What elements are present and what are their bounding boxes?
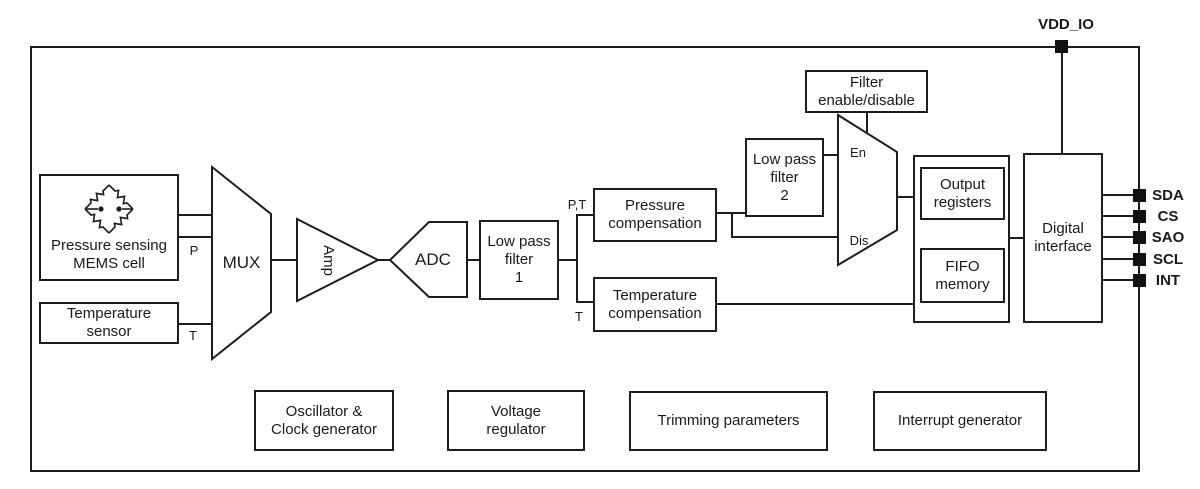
pin-label-int: INT [1155, 271, 1181, 289]
wire-branch-pcomp [577, 214, 593, 216]
amp-shape [296, 217, 381, 303]
block-label-line: FIFO [945, 257, 980, 275]
wire-pin-sda [1103, 194, 1139, 196]
block-label-line: Digital [1042, 220, 1084, 237]
block-trimming-parameters: Trimming parameters [629, 391, 828, 451]
block-label-line: Pressure [624, 197, 686, 214]
signal-t-branch-label: T [575, 308, 583, 324]
block-output-registers: Output registers [920, 167, 1005, 220]
block-voltage-regulator: Voltage regulator [447, 390, 585, 451]
wire-pin-int [1103, 279, 1139, 281]
en-input-label: En [850, 144, 866, 160]
block-label-line: Output [939, 175, 986, 193]
block-pressure-compensation: Pressure compensation [593, 188, 717, 242]
vddio-pad [1055, 40, 1068, 53]
block-label-line: Clock generator [271, 420, 377, 438]
block-label-line: MEMS cell [73, 254, 145, 272]
wire-pin-scl [1103, 258, 1139, 260]
pin-label-sao: SAO [1151, 228, 1185, 246]
block-oscillator-clock-generator: Oscillator & Clock generator [254, 390, 394, 451]
amp-label-text: Amp [319, 244, 337, 276]
block-label-line: Low pass [487, 233, 551, 250]
wire-registers-digital [1010, 237, 1023, 239]
vddio-label: VDD_IO [1038, 16, 1094, 33]
wheatstone-bridge-icon [84, 183, 134, 234]
wire-pin-cs [1103, 215, 1139, 217]
block-interrupt-generator: Interrupt generator [873, 391, 1047, 451]
block-label-line: Temperature [66, 305, 152, 322]
block-pressure-sensing-mems-cell: Pressure sensing MEMS cell [39, 174, 179, 281]
signal-pt-label: P,T [567, 196, 587, 212]
block-label-line: Trimming parameters [657, 412, 800, 429]
wire-branch-vertical [576, 214, 578, 303]
block-label-line: Interrupt generator [897, 412, 1023, 429]
block-label-line: registers [933, 193, 992, 211]
wire-bypass-vertical [731, 212, 733, 238]
block-label-line: compensation [608, 304, 702, 322]
wire-vddio-vertical [1061, 53, 1063, 153]
block-label-line: compensation [608, 215, 702, 232]
block-label-line: Filter [849, 73, 884, 91]
wire-filterenable-mux [866, 113, 868, 135]
block-fifo-memory: FIFO memory [920, 248, 1005, 303]
block-label-line: interface [1034, 238, 1092, 255]
block-label-line: sensor [86, 323, 132, 340]
block-label-line: 2 [780, 186, 789, 204]
block-digital-interface: Digital interface [1023, 153, 1103, 323]
block-label-line: Low pass [752, 150, 817, 168]
dis-input-label: Dis [849, 232, 869, 248]
block-label-line: 1 [514, 269, 524, 286]
block-label-line: regulator [486, 420, 546, 438]
wire-mems-mux-1 [179, 214, 212, 216]
block-label-line: filter [770, 168, 799, 186]
signal-t-label: T [189, 327, 197, 343]
mux-label: MUX [222, 253, 261, 272]
block-label-line: Voltage [490, 402, 542, 420]
block-low-pass-filter-2: Low pass filter 2 [745, 138, 824, 217]
block-label-line: Pressure sensing [51, 236, 167, 254]
block-low-pass-filter-1: Low pass filter 1 [479, 220, 559, 300]
wire-bypass-dis [731, 236, 838, 238]
adc-label: ADC [415, 249, 451, 269]
pin-pad-cs [1133, 210, 1146, 223]
block-label-line: filter [504, 251, 534, 268]
block-temperature-compensation: Temperature compensation [593, 277, 717, 332]
wire-endismux-registers [897, 196, 913, 198]
block-label-line: Temperature [612, 286, 698, 304]
wire-tempsensor-mux [179, 323, 212, 325]
wire-mems-mux-2 [179, 236, 212, 238]
en-dis-mux-shape [837, 113, 898, 267]
block-label-line: enable/disable [818, 91, 915, 109]
pin-label-scl: SCL [1153, 250, 1183, 268]
wire-lpf1-branch [559, 259, 578, 261]
adc-shape [388, 221, 468, 298]
pin-label-cs: CS [1157, 207, 1179, 225]
amp-label: Amp [297, 219, 359, 301]
wire-adc-lpf1 [467, 259, 479, 261]
wire-mux-amp [271, 259, 297, 261]
pin-label-sda: SDA [1152, 186, 1184, 204]
pin-pad-int [1133, 274, 1146, 287]
pin-pad-scl [1133, 253, 1146, 266]
block-filter-enable-disable: Filter enable/disable [805, 70, 928, 113]
block-label-line: Oscillator & [285, 402, 363, 420]
pin-pad-sao [1133, 231, 1146, 244]
wire-tcomp-registers [717, 303, 913, 305]
block-label-line: memory [935, 275, 990, 293]
wire-pin-sao [1103, 236, 1139, 238]
wire-amp-adc [376, 259, 391, 261]
signal-p-label: P [189, 242, 199, 258]
wire-lpf2-en [824, 154, 838, 156]
pin-pad-sda [1133, 189, 1146, 202]
wire-branch-tcomp [577, 301, 593, 303]
mux-shape [211, 164, 272, 362]
block-temperature-sensor: Temperature sensor [39, 302, 179, 344]
